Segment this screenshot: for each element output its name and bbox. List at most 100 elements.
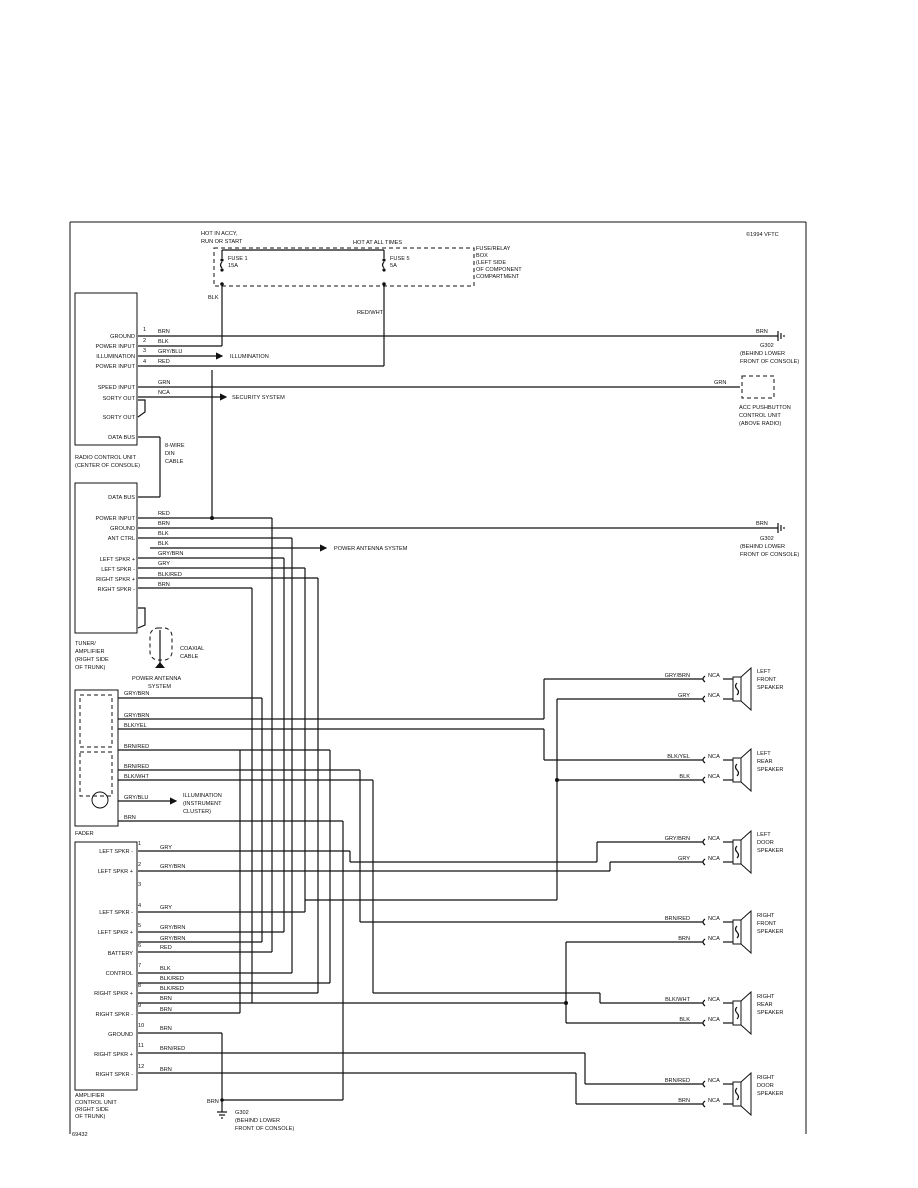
svg-text:CONTROL: CONTROL bbox=[106, 971, 133, 977]
fuse-relay-box: HOT IN ACCY, RUN OR START HOT AT ALL TIM… bbox=[201, 231, 522, 316]
svg-text:11: 11 bbox=[138, 1043, 144, 1049]
svg-text:SPEAKER: SPEAKER bbox=[757, 1091, 783, 1097]
svg-text:BRN: BRN bbox=[158, 582, 170, 588]
speaker-left-door: GRY/BRN GRY NCA NCA LEFT DOOR SPEAKER bbox=[665, 829, 783, 875]
svg-text:NCA: NCA bbox=[708, 754, 720, 760]
svg-text:BRN: BRN bbox=[160, 996, 172, 1002]
svg-text:LEFT: LEFT bbox=[757, 751, 771, 757]
svg-text:BATTERY: BATTERY bbox=[108, 951, 134, 957]
svg-text:HOT AT ALL TIMES: HOT AT ALL TIMES bbox=[353, 240, 402, 246]
svg-text:GRY/BRN: GRY/BRN bbox=[160, 936, 185, 942]
svg-text:RIGHT SPKR +: RIGHT SPKR + bbox=[94, 1052, 133, 1058]
svg-text:RIGHT SPKR +: RIGHT SPKR + bbox=[94, 991, 133, 997]
svg-text:RED/WHT: RED/WHT bbox=[357, 310, 384, 316]
speaker-left-front: GRY/BRN GRY NCA NCA LEFT FRONT SPEAKER bbox=[665, 666, 783, 712]
svg-text:NCA: NCA bbox=[708, 836, 720, 842]
svg-text:LEFT SPKR -: LEFT SPKR - bbox=[99, 910, 133, 916]
svg-text:1: 1 bbox=[143, 327, 146, 333]
svg-text:NCA: NCA bbox=[158, 390, 170, 396]
svg-text:ILLUMINATION: ILLUMINATION bbox=[230, 354, 269, 360]
svg-text:CONTROL UNIT: CONTROL UNIT bbox=[739, 413, 781, 419]
svg-text:7: 7 bbox=[138, 963, 141, 969]
svg-text:FUSE 1: FUSE 1 bbox=[228, 256, 248, 262]
svg-text:BRN/RED: BRN/RED bbox=[124, 764, 149, 770]
svg-text:1: 1 bbox=[138, 841, 141, 847]
speaker-right-front: BRN/RED BRN NCA NCA RIGHT FRONT SPEAKER bbox=[665, 909, 783, 955]
svg-text:BRN: BRN bbox=[158, 521, 170, 527]
svg-text:BRN: BRN bbox=[158, 329, 170, 335]
svg-text:GRY/BRN: GRY/BRN bbox=[665, 673, 690, 679]
svg-text:SPEAKER: SPEAKER bbox=[757, 767, 783, 773]
svg-text:GRY: GRY bbox=[160, 905, 172, 911]
svg-text:GRY/BLU: GRY/BLU bbox=[158, 349, 182, 355]
svg-text:FUSE/RELAY: FUSE/RELAY bbox=[476, 246, 511, 252]
svg-text:GRY/BRN: GRY/BRN bbox=[124, 713, 149, 719]
svg-text:COMPARTMENT: COMPARTMENT bbox=[476, 274, 520, 280]
svg-text:BLK/WHT: BLK/WHT bbox=[665, 997, 690, 1003]
svg-text:(LEFT SIDE: (LEFT SIDE bbox=[476, 260, 506, 266]
svg-text:BRN: BRN bbox=[678, 936, 690, 942]
svg-text:8-WIRE: 8-WIRE bbox=[165, 443, 185, 449]
svg-text:LEFT SPKR +: LEFT SPKR + bbox=[100, 557, 135, 563]
svg-text:TUNER/: TUNER/ bbox=[75, 641, 96, 647]
svg-text:LEFT SPKR +: LEFT SPKR + bbox=[98, 869, 133, 875]
svg-text:RIGHT: RIGHT bbox=[757, 1075, 775, 1081]
ground-g302-1: G302 (BEHIND LOWER FRONT OF CONSOLE) bbox=[740, 331, 799, 365]
ground-g302-3: BRN G302 (BEHIND LOWER FRONT OF CONSOLE) bbox=[207, 1033, 294, 1132]
svg-text:SORTY OUT: SORTY OUT bbox=[103, 396, 136, 402]
svg-text:DIN: DIN bbox=[165, 451, 175, 457]
svg-text:POWER ANTENNA SYSTEM: POWER ANTENNA SYSTEM bbox=[334, 546, 408, 552]
svg-text:GRY: GRY bbox=[160, 845, 172, 851]
svg-text:(RIGHT SIDE: (RIGHT SIDE bbox=[75, 1107, 109, 1113]
svg-text:(INSTRUMENT: (INSTRUMENT bbox=[183, 801, 222, 807]
svg-text:FRONT OF CONSOLE): FRONT OF CONSOLE) bbox=[235, 1126, 294, 1132]
svg-text:4: 4 bbox=[143, 359, 146, 365]
svg-text:BRN: BRN bbox=[160, 1007, 172, 1013]
svg-text:BLK/YEL: BLK/YEL bbox=[667, 754, 690, 760]
svg-text:SYSTEM: SYSTEM bbox=[148, 684, 171, 690]
svg-text:NCA: NCA bbox=[708, 1017, 720, 1023]
svg-text:BLK: BLK bbox=[158, 339, 169, 345]
svg-text:(ABOVE RADIO): (ABOVE RADIO) bbox=[739, 421, 781, 427]
svg-text:RIGHT SPKR -: RIGHT SPKR - bbox=[95, 1072, 133, 1078]
svg-text:FRONT OF CONSOLE): FRONT OF CONSOLE) bbox=[740, 359, 799, 365]
svg-text:BLK/YEL: BLK/YEL bbox=[124, 723, 147, 729]
svg-text:RADIO CONTROL UNIT: RADIO CONTROL UNIT bbox=[75, 455, 137, 461]
svg-text:NCA: NCA bbox=[708, 1078, 720, 1084]
svg-text:RIGHT: RIGHT bbox=[757, 913, 775, 919]
svg-text:OF TRUNK): OF TRUNK) bbox=[75, 665, 105, 671]
svg-text:CONTROL UNIT: CONTROL UNIT bbox=[75, 1100, 117, 1106]
svg-text:LEFT SPKR -: LEFT SPKR - bbox=[99, 849, 133, 855]
svg-text:GRY/BRN: GRY/BRN bbox=[160, 925, 185, 931]
svg-text:GROUND: GROUND bbox=[108, 1032, 133, 1038]
svg-text:NCA: NCA bbox=[708, 774, 720, 780]
svg-text:POWER INPUT: POWER INPUT bbox=[96, 516, 136, 522]
svg-text:BRN/RED: BRN/RED bbox=[160, 1046, 185, 1052]
svg-text:ILLUMINATION: ILLUMINATION bbox=[183, 793, 222, 799]
speaker-left-rear: BLK/YEL BLK NCA NCA LEFT REAR SPEAKER bbox=[667, 747, 783, 793]
svg-text:HOT IN ACCY,: HOT IN ACCY, bbox=[201, 231, 238, 237]
svg-text:FADER: FADER bbox=[75, 831, 94, 837]
speaker-right-rear: BLK/WHT BLK NCA NCA RIGHT REAR SPEAKER bbox=[665, 990, 783, 1036]
svg-text:6: 6 bbox=[138, 943, 141, 949]
svg-text:DATA BUS: DATA BUS bbox=[108, 435, 135, 441]
svg-text:NCA: NCA bbox=[708, 1098, 720, 1104]
svg-text:BLK/RED: BLK/RED bbox=[160, 986, 184, 992]
svg-text:DOOR: DOOR bbox=[757, 1083, 774, 1089]
svg-text:GRY: GRY bbox=[678, 856, 690, 862]
svg-text:BRN/RED: BRN/RED bbox=[665, 916, 690, 922]
svg-text:BRN: BRN bbox=[160, 1026, 172, 1032]
svg-text:5: 5 bbox=[138, 923, 141, 929]
svg-text:GRY: GRY bbox=[678, 693, 690, 699]
svg-text:4: 4 bbox=[138, 903, 141, 909]
speaker-right-door: BRN/RED BRN NCA NCA RIGHT DOOR SPEAKER bbox=[665, 1071, 783, 1117]
svg-text:(RIGHT SIDE: (RIGHT SIDE bbox=[75, 657, 109, 663]
svg-text:BLK: BLK bbox=[679, 1017, 690, 1023]
svg-text:POWER ANTENNA: POWER ANTENNA bbox=[132, 676, 181, 682]
svg-text:CLUSTER): CLUSTER) bbox=[183, 809, 211, 815]
svg-text:BLK: BLK bbox=[158, 541, 169, 547]
svg-text:GROUND: GROUND bbox=[110, 334, 135, 340]
acc-pushbutton-control-unit: ACC PUSHBUTTON CONTROL UNIT (ABOVE RADIO… bbox=[739, 375, 791, 427]
svg-text:2: 2 bbox=[143, 338, 146, 344]
